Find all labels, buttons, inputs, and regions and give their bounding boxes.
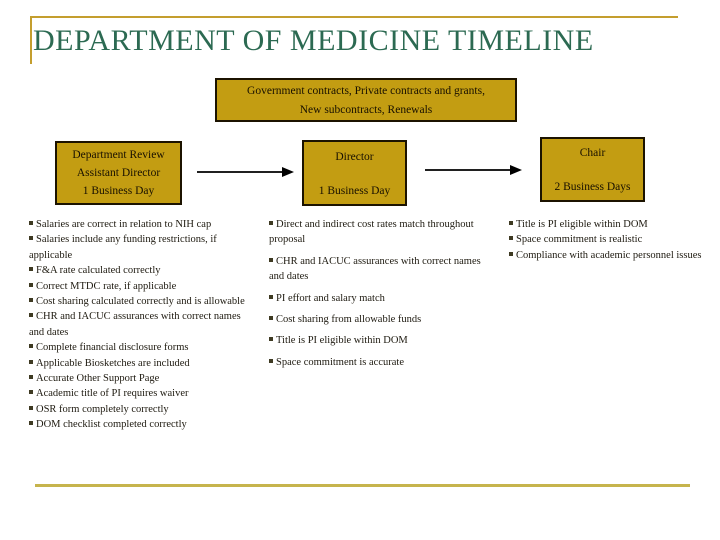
bullet-square-icon [269,337,273,342]
stage-box-chair: Chair 2 Business Days [540,137,645,202]
checklist-item: PI effort and salary match [269,291,489,306]
checklist-item: Compliance with academic personnel issue… [509,248,709,263]
stage-box-director: Director 1 Business Day [302,140,407,206]
checklist-item: Correct MTDC rate, if applicable [29,279,249,294]
bullet-square-icon [29,267,33,272]
bullet-square-icon [29,313,33,318]
checklist-item: Direct and indirect cost rates match thr… [269,219,474,246]
checklist-department-review: Salaries are correct in relation to NIH … [29,217,249,433]
checklist-item: Complete financial disclosure forms [29,340,249,355]
arrow-right-icon [425,165,522,175]
bullet-square-icon [269,316,273,321]
intake-box-line1: Government contracts, Private contracts … [247,84,485,97]
checklist-item: DOM checklist completed correctly [29,417,249,432]
checklist-item: Space commitment is realistic [509,232,709,247]
bullet-square-icon [29,236,33,241]
stage-title: Director [335,151,374,163]
bullet-square-icon [29,344,33,349]
checklist-item: Title is PI eligible within DOM [269,333,489,348]
checklist-item: F&A rate calculated correctly [29,263,249,278]
bullet-square-icon [29,375,33,380]
bullet-square-icon [29,421,33,426]
checklist-director: Direct and indirect cost rates match thr… [269,217,489,376]
left-rule-line [30,16,32,64]
bullet-square-icon [29,221,33,225]
checklist-item: CHR and IACUC assurances with correct na… [29,311,241,338]
bottom-rule-line [35,484,690,487]
bullet-square-icon [269,358,273,363]
checklist-item: Applicable Biosketches are included [29,356,249,371]
checklist-chair: Title is PI eligible within DOM Space co… [509,217,709,263]
checklist-item: OSR form completely correctly [29,402,249,417]
intake-box: Government contracts, Private contracts … [215,78,517,122]
top-rule-line [30,16,678,18]
arrow-right-icon [197,167,294,177]
stage-duration: 1 Business Day [318,185,391,197]
bullet-square-icon [269,257,273,262]
checklist-item: Cost sharing calculated correctly and is… [29,294,249,309]
checklist-item: Salaries include any funding restriction… [29,234,217,261]
checklist-item: Academic title of PI requires waiver [29,386,249,401]
bullet-square-icon [269,221,273,225]
bullet-square-icon [269,294,273,299]
stage-duration: 1 Business Day [82,185,155,197]
checklist-item: CHR and IACUC assurances with correct na… [269,255,481,283]
checklist-item: Accurate Other Support Page [29,371,249,386]
bullet-square-icon [29,405,33,410]
bullet-square-icon [29,282,33,287]
checklist-item: Title is PI eligible within DOM [509,217,709,232]
checklist-item: Space commitment is accurate [269,355,489,370]
bullet-square-icon [509,221,513,225]
stage-duration: 2 Business Days [554,181,631,193]
bullet-square-icon [29,390,33,395]
bullet-square-icon [509,251,513,256]
checklist-item: Salaries are correct in relation to NIH … [29,217,249,232]
checklist-item: Cost sharing from allowable funds [269,312,489,327]
slide-title: DEPARTMENT OF MEDICINE TIMELINE [33,24,594,57]
bullet-square-icon [509,236,513,241]
intake-box-line2: New subcontracts, Renewals [299,103,433,116]
stage-title: Chair [579,147,606,159]
stage-box-department-review: Department Review Assistant Director 1 B… [55,141,182,205]
stage-subtitle: Assistant Director [76,167,161,179]
stage-title: Department Review [72,149,165,161]
bullet-square-icon [29,298,33,303]
bullet-square-icon [29,359,33,364]
